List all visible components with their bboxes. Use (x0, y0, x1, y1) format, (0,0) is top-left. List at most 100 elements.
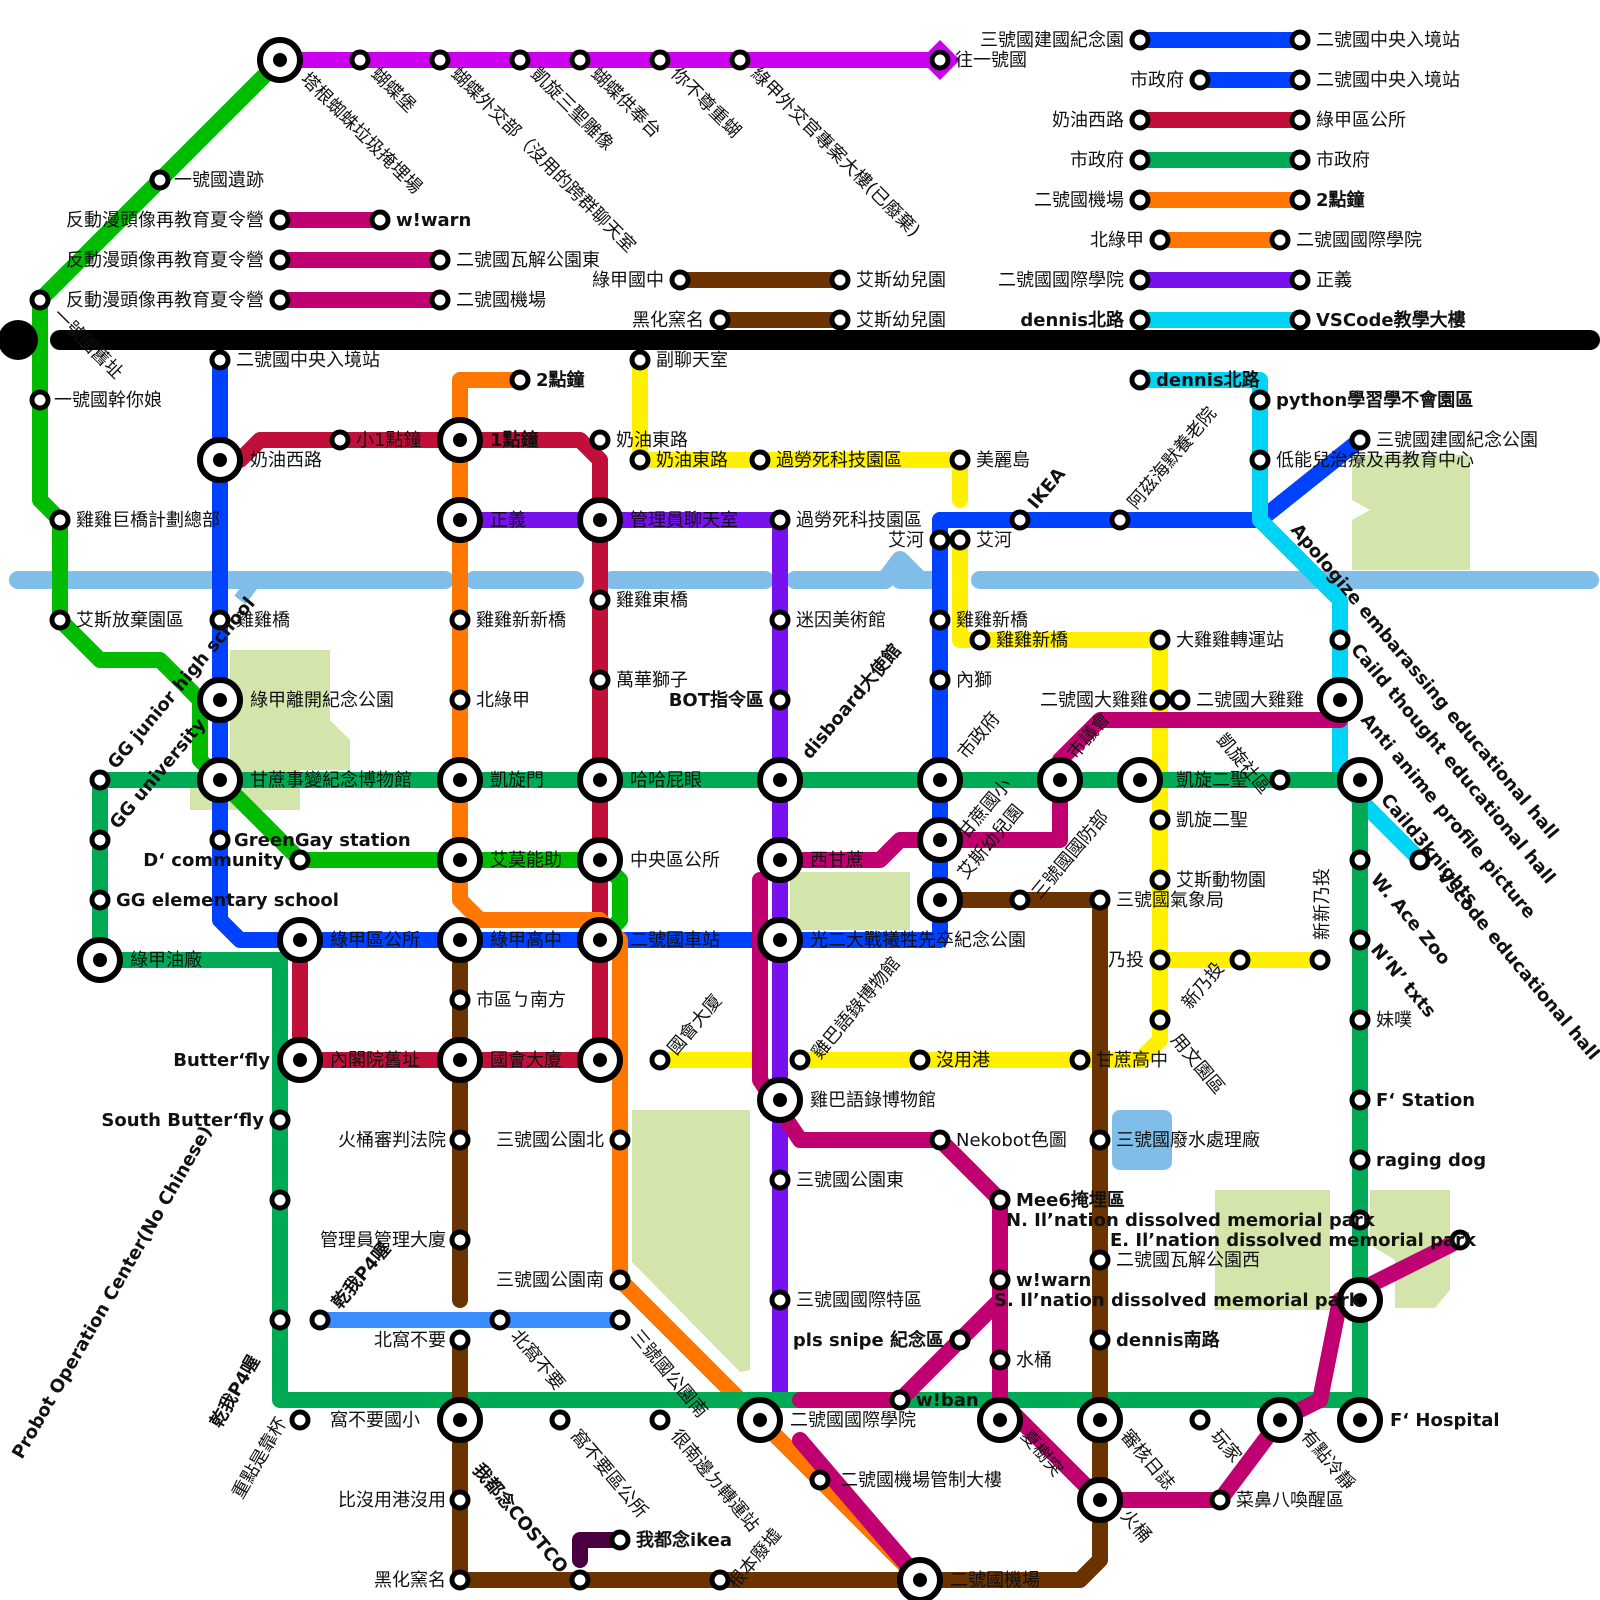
station[interactable] (349, 49, 371, 71)
station[interactable] (1289, 309, 1311, 331)
station[interactable] (449, 1129, 471, 1151)
station[interactable] (989, 1269, 1011, 1291)
station[interactable] (729, 49, 751, 71)
station[interactable] (989, 1189, 1011, 1211)
station[interactable] (1149, 629, 1171, 651)
station[interactable] (589, 429, 611, 451)
station[interactable] (769, 1289, 791, 1311)
station[interactable] (429, 289, 451, 311)
station[interactable] (449, 1329, 471, 1351)
station[interactable] (1129, 269, 1151, 291)
station[interactable] (769, 689, 791, 711)
station[interactable] (29, 289, 51, 311)
station[interactable] (1009, 509, 1031, 531)
station[interactable] (89, 829, 111, 851)
station[interactable] (1349, 1089, 1371, 1111)
station[interactable] (1289, 69, 1311, 91)
station[interactable] (429, 49, 451, 71)
station[interactable] (49, 609, 71, 631)
station[interactable] (769, 1169, 791, 1191)
station[interactable] (929, 669, 951, 691)
station[interactable] (149, 169, 171, 191)
station[interactable] (1129, 109, 1151, 131)
station[interactable] (329, 429, 351, 451)
station[interactable] (1009, 889, 1031, 911)
station[interactable] (909, 1049, 931, 1071)
station[interactable] (1109, 509, 1131, 531)
station[interactable] (289, 1409, 311, 1431)
station[interactable] (209, 349, 231, 371)
station[interactable] (489, 1309, 511, 1331)
station[interactable] (629, 349, 651, 371)
station[interactable] (1449, 1229, 1471, 1251)
station[interactable] (649, 49, 671, 71)
station[interactable] (1269, 229, 1291, 251)
station[interactable] (49, 509, 71, 531)
station[interactable] (1349, 1009, 1371, 1031)
station[interactable] (1129, 149, 1151, 171)
station[interactable] (269, 249, 291, 271)
station[interactable] (1349, 1209, 1371, 1231)
station[interactable] (209, 829, 231, 851)
station[interactable] (509, 369, 531, 391)
station[interactable] (1249, 389, 1271, 411)
station[interactable] (269, 289, 291, 311)
station[interactable] (949, 449, 971, 471)
station[interactable] (1089, 1329, 1111, 1351)
station[interactable] (1349, 849, 1371, 871)
station[interactable] (269, 1189, 291, 1211)
station[interactable] (609, 1309, 631, 1331)
station[interactable] (829, 269, 851, 291)
station[interactable] (1289, 109, 1311, 131)
station[interactable] (269, 1109, 291, 1131)
station[interactable] (309, 1309, 331, 1331)
station[interactable] (1289, 269, 1311, 291)
station[interactable] (949, 1329, 971, 1351)
station[interactable] (1249, 449, 1271, 471)
station[interactable] (449, 1229, 471, 1251)
station[interactable] (609, 1529, 631, 1551)
station[interactable] (1149, 809, 1171, 831)
station[interactable] (269, 1309, 291, 1331)
station[interactable] (1149, 869, 1171, 891)
station[interactable] (929, 609, 951, 631)
station[interactable] (1129, 309, 1151, 331)
station[interactable] (669, 269, 691, 291)
station[interactable] (1289, 29, 1311, 51)
station[interactable] (1149, 949, 1171, 971)
station[interactable] (449, 989, 471, 1011)
station[interactable] (1069, 1049, 1091, 1071)
station[interactable] (989, 1349, 1011, 1371)
station[interactable] (569, 1569, 591, 1591)
station[interactable] (449, 609, 471, 631)
station[interactable] (649, 1409, 671, 1431)
station[interactable] (209, 609, 231, 631)
station[interactable] (1149, 229, 1171, 251)
station[interactable] (829, 309, 851, 331)
station[interactable] (929, 529, 951, 551)
station[interactable] (1089, 889, 1111, 911)
station[interactable] (1129, 189, 1151, 211)
station[interactable] (1149, 689, 1171, 711)
station[interactable] (1189, 1409, 1211, 1431)
station[interactable] (589, 589, 611, 611)
station[interactable] (1129, 29, 1151, 51)
station[interactable] (709, 309, 731, 331)
station[interactable] (1229, 949, 1251, 971)
station[interactable] (1209, 1489, 1231, 1511)
station[interactable] (29, 389, 51, 411)
station[interactable] (509, 49, 531, 71)
station[interactable] (289, 849, 311, 871)
station[interactable] (769, 509, 791, 531)
station[interactable] (569, 49, 591, 71)
station[interactable] (1409, 849, 1431, 871)
station[interactable] (1269, 769, 1291, 791)
station[interactable] (789, 1049, 811, 1071)
station[interactable] (589, 669, 611, 691)
station[interactable] (1189, 69, 1211, 91)
station[interactable] (889, 1389, 911, 1411)
station[interactable] (809, 1469, 831, 1491)
station[interactable] (269, 209, 291, 231)
station[interactable] (929, 1129, 951, 1151)
station[interactable] (749, 449, 771, 471)
